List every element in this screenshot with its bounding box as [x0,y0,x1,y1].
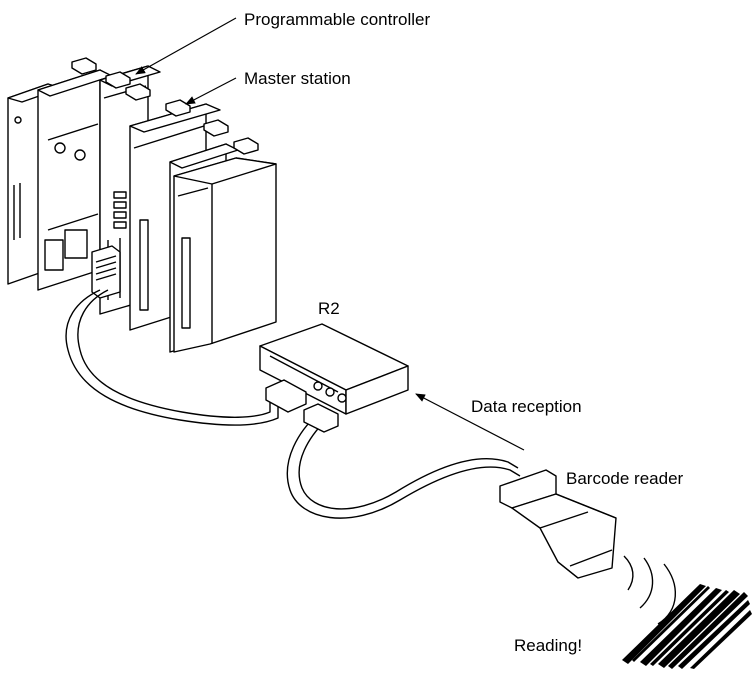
cables [65,289,521,519]
label-master-station: Master station [244,69,351,88]
plc-to-r2-cable [65,289,279,426]
r2-unit [259,323,409,433]
plc-pointer-arrow [135,17,237,75]
r2-to-reader-cable [286,413,521,519]
module-top-connectors [71,57,259,155]
plc-rack [7,57,277,353]
data-reception-arrow [415,393,525,451]
label-barcode-reader: Barcode reader [566,469,684,488]
barcode-reader [499,469,617,579]
label-programmable-controller: Programmable controller [244,10,431,29]
label-reading: Reading! [514,636,583,655]
label-data-reception: Data reception [471,397,582,416]
io-module-3 [173,157,277,353]
label-r2: R2 [318,299,340,318]
barcode [622,584,752,669]
master-station-pointer-arrow [185,77,237,105]
scan-waves [623,555,677,625]
plc-cable-plug [91,245,121,299]
